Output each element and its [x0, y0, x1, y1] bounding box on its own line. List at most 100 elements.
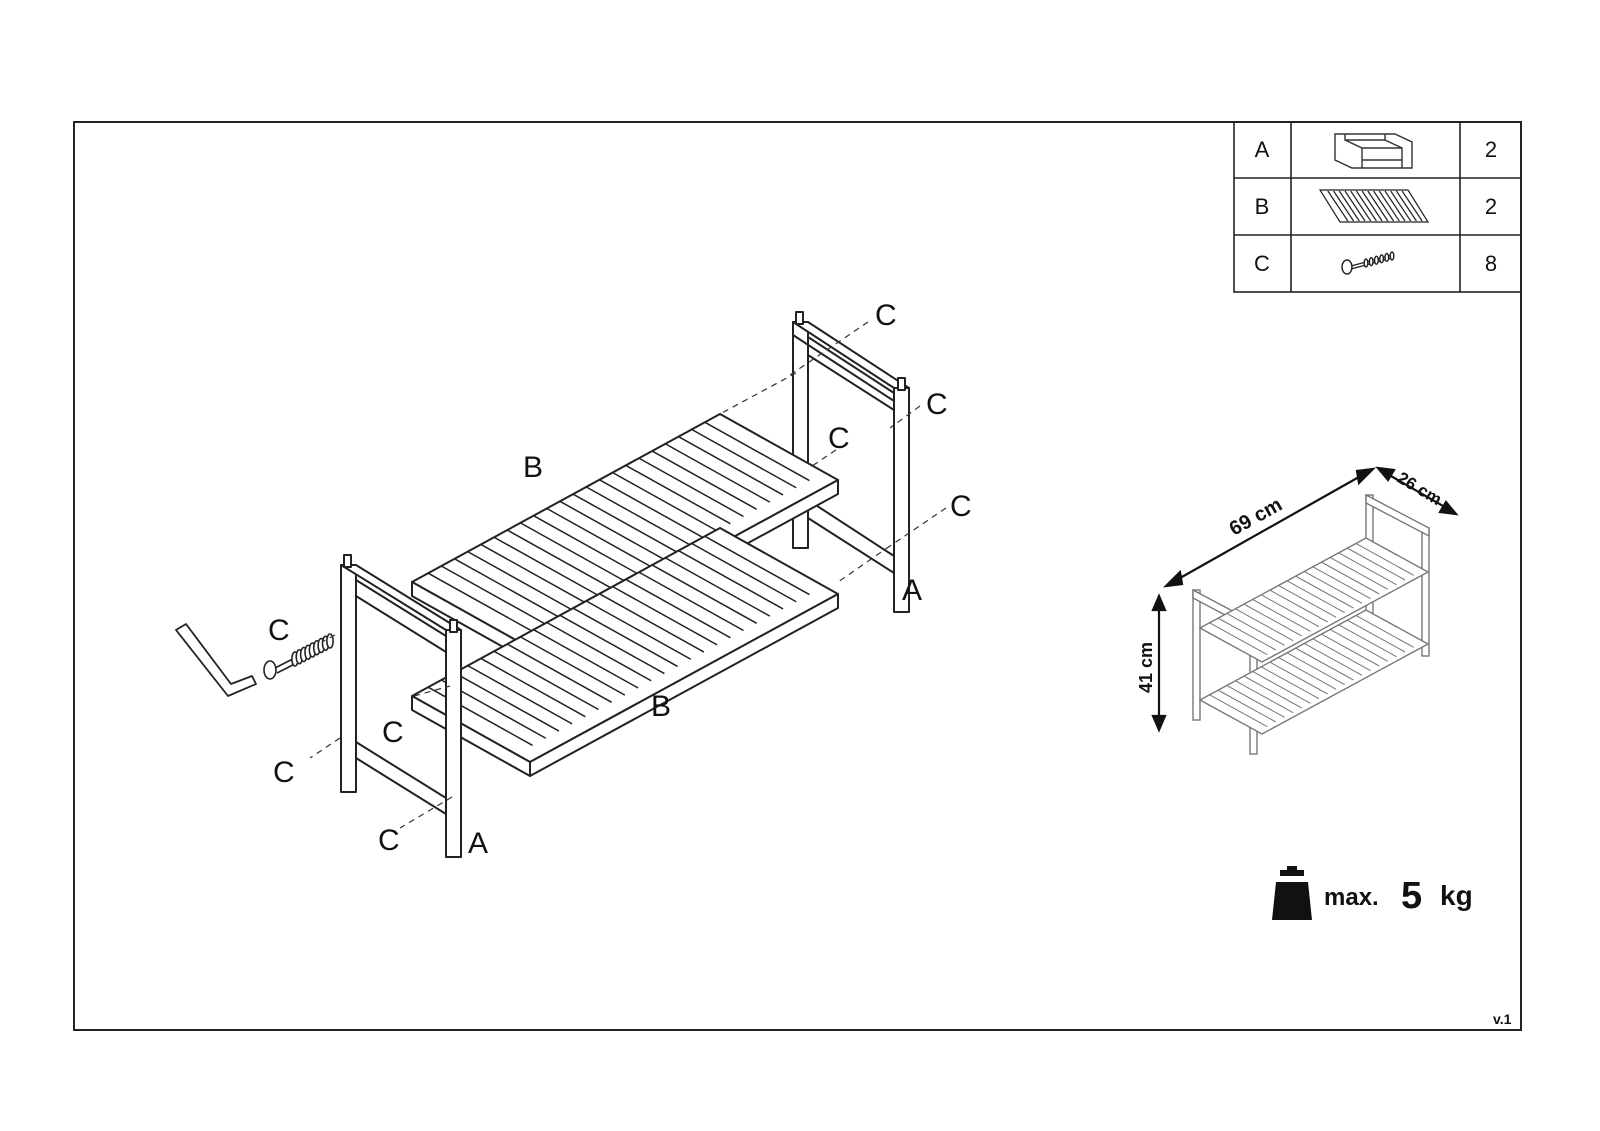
exploded-assembly [175, 311, 910, 858]
shelf-slat [480, 658, 586, 718]
mini-shelf-slat [1346, 547, 1406, 581]
part-b-letter: B [1255, 194, 1270, 219]
callout-c-3: C [828, 422, 850, 455]
mini-shelf-slat [1295, 647, 1354, 681]
version-label: v.1 [1493, 1011, 1512, 1027]
callout-b-upper: B [523, 451, 543, 484]
mini-shelf-slat [1269, 589, 1328, 623]
screw-thread [1379, 254, 1385, 264]
frame-a-back [792, 311, 910, 613]
mini-shelf-slat [1346, 619, 1406, 653]
shelf-slat [573, 493, 678, 554]
shelf-slat [705, 421, 810, 482]
shelf-slat [546, 508, 652, 568]
screw-thread [1363, 258, 1369, 268]
table-shelf-slat [1378, 190, 1400, 222]
part-c-letter: C [1254, 251, 1270, 276]
shelf-slat [467, 551, 573, 611]
shelf-slat [441, 565, 547, 625]
screw-icon [1341, 251, 1395, 275]
callout-b-lower: B [651, 690, 671, 723]
mini-shelf-slat [1277, 656, 1337, 690]
table-shelf-slat [1373, 190, 1395, 222]
shelf-slat [586, 486, 692, 546]
table-shelf-slat [1344, 190, 1366, 222]
callout-c-5: C [268, 614, 290, 647]
shelf-slat [560, 500, 665, 561]
shelf-slat [652, 564, 758, 624]
table-shelf-slat [1401, 190, 1423, 222]
shelf-slat [652, 450, 758, 510]
mini-shelf-slat [1295, 575, 1354, 609]
mini-shelf-slat [1226, 612, 1285, 646]
callout-c-6: C [382, 716, 404, 749]
callout-a-back: A [902, 574, 922, 607]
mini-shelf-slat [1312, 566, 1371, 600]
shelf-slat [533, 515, 639, 575]
shelf-slat [665, 443, 771, 503]
shelf-slat [612, 472, 718, 532]
table-shelf-slat [1355, 190, 1377, 222]
mini-shelf-slat [1277, 584, 1337, 618]
mini-shelf-slat [1286, 652, 1346, 686]
mini-shelf-slat [1338, 624, 1397, 658]
table-shelf-slat [1367, 190, 1389, 222]
mini-shelf-slat [1243, 675, 1302, 709]
shelf-slat [454, 558, 560, 618]
callout-a-front: A [468, 827, 488, 860]
screw-thread [1384, 252, 1390, 263]
shelf-slat [625, 579, 731, 639]
mini-shelf-slat [1321, 561, 1380, 595]
mini-shelf-slat [1338, 552, 1397, 586]
mini-shelf-slat [1321, 633, 1380, 667]
shelf-slat [507, 643, 613, 703]
slatted-shelf-icon [1318, 189, 1430, 223]
dimension-depth: 26 cm [1394, 468, 1445, 509]
mini-shelf-slat [1217, 689, 1277, 723]
shelf-slat [639, 571, 744, 632]
mini-shelf-slat [1303, 570, 1363, 604]
part-b-qty: 2 [1485, 194, 1497, 219]
max-load-prefix: max. [1324, 884, 1379, 911]
shelf-slat [599, 593, 705, 653]
shelf-slat [599, 479, 705, 539]
dimension-height: 41 cm [1136, 642, 1156, 693]
shelf-slat [691, 543, 797, 603]
mini-shelf-slat [1355, 542, 1414, 576]
table-shelf-slat [1327, 190, 1349, 222]
shelf-slat [573, 607, 678, 668]
shelf-slat [586, 600, 692, 660]
side-frame-icon [1334, 133, 1413, 169]
table-shelf-slat [1390, 190, 1412, 222]
table-shelf-slat [1384, 190, 1406, 222]
shelf-slat [691, 429, 797, 489]
shelf-slat [665, 557, 771, 617]
max-load-unit: kg [1440, 880, 1473, 911]
alignment-lines [309, 321, 947, 829]
shelf-slat [467, 665, 573, 725]
shelf-slat [639, 457, 744, 518]
mini-shelf-slat [1355, 614, 1414, 648]
part-a-letter: A [1255, 137, 1270, 162]
shelf-slat [678, 436, 784, 496]
mini-shelf-slat [1243, 603, 1302, 637]
table-shelf-slat [1338, 190, 1360, 222]
shelf-b-lower [411, 527, 839, 777]
mini-shelf-slat [1312, 638, 1371, 672]
table-shelf-slat [1350, 190, 1372, 222]
hex-key-icon [175, 623, 257, 697]
shelf-slat [705, 535, 810, 596]
shelf-slat [428, 572, 533, 633]
shelf-slat [678, 550, 784, 610]
callout-c-4: C [950, 490, 972, 523]
shelf-slat [494, 650, 599, 711]
table-shelf-slat [1333, 190, 1355, 222]
frame-a-front [340, 554, 462, 858]
page-frame [73, 121, 1522, 1031]
mini-shelf-slat [1234, 680, 1294, 714]
dimension-length: 69 cm [1226, 494, 1286, 541]
mini-shelf-slat [1329, 556, 1389, 590]
table-shelf-slat [1395, 190, 1417, 222]
table-shelf-slat [1361, 190, 1383, 222]
